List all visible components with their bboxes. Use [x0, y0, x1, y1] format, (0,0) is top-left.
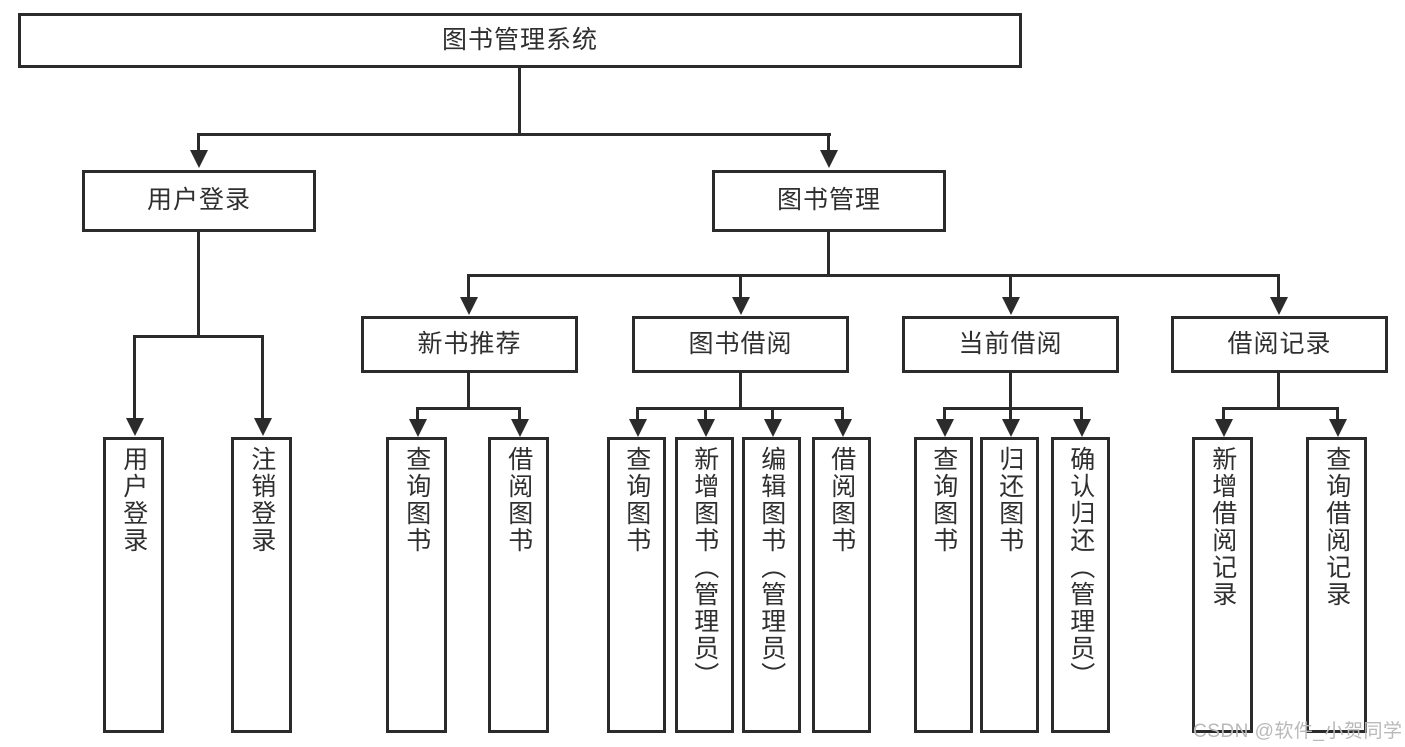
arrowhead-borrow-record [1270, 297, 1288, 315]
connector-to-user-login [197, 133, 200, 152]
connector-book-borrow-stem [739, 373, 742, 409]
leaf-bookborrow-add-book[interactable]: 新增图书（管理员） [675, 437, 734, 733]
leaf-bookborrow-edit-book[interactable]: 编辑图书（管理员） [742, 437, 801, 733]
leaf-label: 归还图书 [995, 446, 1024, 554]
node-label: 用户登录 [146, 186, 251, 215]
connector-borrow-record-bus [1222, 407, 1339, 410]
leaf-label: 借阅图书 [504, 446, 533, 554]
node-borrow-record[interactable]: 借阅记录 [1171, 316, 1388, 373]
leaf-label: 新增借阅记录 [1208, 446, 1237, 608]
connector-user-login-stem [197, 232, 200, 337]
connector-new-book-bus [416, 407, 521, 410]
arrowhead-leaf-user-login [126, 418, 144, 436]
connector-level3-bus [467, 274, 1280, 277]
connector-root-stem [518, 68, 521, 135]
connector-bb-leaf-3 [771, 407, 774, 421]
leaf-label: 编辑图书（管理员） [757, 446, 786, 689]
connector-user-login-bus [133, 335, 264, 338]
arrowhead-br-leaf-1 [1215, 419, 1233, 437]
leaf-bookborrow-borrow-book[interactable]: 借阅图书 [812, 437, 871, 733]
leaf-borrowrecord-add-record[interactable]: 新增借阅记录 [1192, 437, 1253, 733]
arrowhead-cb-leaf-1 [936, 419, 954, 437]
leaf-label: 注销登录 [247, 446, 276, 554]
arrowhead-user-login [190, 150, 208, 168]
leaf-label: 借阅图书 [827, 446, 856, 554]
connector-level1-bus [197, 133, 831, 136]
node-label: 图书借阅 [688, 329, 793, 358]
connector-cb-leaf-3 [1080, 407, 1083, 421]
leaf-label: 确认归还（管理员） [1066, 446, 1095, 689]
connector-bb-leaf-2 [704, 407, 707, 421]
connector-borrow-record-stem [1277, 373, 1280, 409]
leaf-label: 查询借阅记录 [1322, 446, 1351, 608]
leaf-bookborrow-query-book[interactable]: 查询图书 [607, 437, 666, 733]
connector-new-book-leaf-1 [416, 407, 419, 421]
node-current-borrow[interactable]: 当前借阅 [902, 316, 1119, 373]
arrowhead-bb-leaf-1 [629, 419, 647, 437]
connector-to-book-manage [827, 133, 830, 152]
leaf-newbook-borrow-book[interactable]: 借阅图书 [488, 437, 549, 733]
connector-br-leaf-2 [1336, 407, 1339, 421]
node-book-borrow[interactable]: 图书借阅 [632, 316, 849, 373]
leaf-currentborrow-return-book[interactable]: 归还图书 [980, 437, 1039, 733]
arrowhead-book-manage [820, 150, 838, 168]
leaf-label: 用户登录 [119, 446, 148, 554]
arrowhead-current-borrow [1002, 297, 1020, 315]
connector-book-borrow-bus [636, 407, 844, 410]
connector-to-new-book [467, 274, 470, 299]
leaf-user-login[interactable]: 用户登录 [103, 437, 164, 733]
connector-to-current-borrow [1009, 274, 1012, 299]
connector-user-login-leaf-1 [133, 335, 136, 420]
connector-bb-leaf-4 [841, 407, 844, 421]
leaf-currentborrow-confirm-return[interactable]: 确认归还（管理员） [1051, 437, 1110, 733]
arrowhead-leaf-logout [254, 418, 272, 436]
leaf-label: 查询图书 [402, 446, 431, 554]
arrowhead-book-borrow [732, 297, 750, 315]
node-root-system[interactable]: 图书管理系统 [18, 13, 1022, 68]
connector-cb-leaf-2 [1009, 407, 1012, 421]
node-book-manage[interactable]: 图书管理 [712, 170, 946, 232]
node-label: 图书管理系统 [441, 25, 598, 54]
connector-new-book-stem [467, 373, 470, 409]
arrowhead-bb-leaf-2 [697, 419, 715, 437]
arrowhead-newbook-leaf-2 [511, 419, 529, 437]
arrowhead-bb-leaf-4 [834, 419, 852, 437]
connector-current-borrow-bus [943, 407, 1083, 410]
arrowhead-newbook-leaf-1 [409, 419, 427, 437]
node-label: 图书管理 [776, 186, 881, 215]
leaf-label: 查询图书 [929, 446, 958, 554]
connector-cb-leaf-1 [943, 407, 946, 421]
node-user-login[interactable]: 用户登录 [82, 170, 316, 232]
arrowhead-new-book [460, 297, 478, 315]
arrowhead-cb-leaf-2 [1002, 419, 1020, 437]
connector-current-borrow-stem [1009, 373, 1012, 409]
leaf-borrowrecord-query-record[interactable]: 查询借阅记录 [1306, 437, 1367, 733]
leaf-label: 查询图书 [622, 446, 651, 554]
node-label: 当前借阅 [958, 329, 1063, 358]
node-new-book-recommend[interactable]: 新书推荐 [361, 316, 578, 373]
leaf-newbook-query-book[interactable]: 查询图书 [386, 437, 447, 733]
leaf-logout[interactable]: 注销登录 [231, 437, 292, 733]
node-label: 借阅记录 [1227, 329, 1332, 358]
arrowhead-bb-leaf-3 [764, 419, 782, 437]
connector-to-book-borrow [739, 274, 742, 299]
connector-to-borrow-record [1277, 274, 1280, 299]
arrowhead-br-leaf-2 [1329, 419, 1347, 437]
connector-book-manage-stem [827, 232, 830, 276]
connector-br-leaf-1 [1222, 407, 1225, 421]
node-label: 新书推荐 [417, 329, 522, 358]
connector-bb-leaf-1 [636, 407, 639, 421]
arrowhead-cb-leaf-3 [1073, 419, 1091, 437]
leaf-label: 新增图书（管理员） [690, 446, 719, 689]
leaf-currentborrow-query-book[interactable]: 查询图书 [914, 437, 973, 733]
connector-new-book-leaf-2 [518, 407, 521, 421]
connector-user-login-leaf-2 [261, 335, 264, 420]
